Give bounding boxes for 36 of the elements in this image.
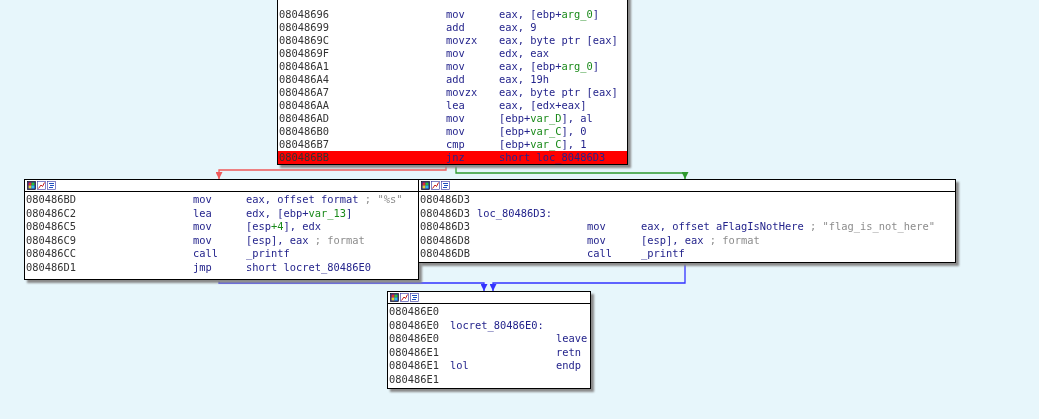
arrow bbox=[489, 262, 686, 292]
code-block bbox=[387, 291, 591, 389]
code-line: 080486C9 mov [esp], eax ; format bbox=[25, 233, 366, 248]
code-line: 0804869F mov edx, eax bbox=[278, 47, 551, 60]
code-block bbox=[24, 179, 419, 280]
code-line: 080486CC call _printf bbox=[25, 247, 291, 261]
code-line: 080486E0 bbox=[388, 305, 441, 319]
code-line: 080486A1 mov eax, [ebp+arg_0] bbox=[278, 60, 601, 73]
code-line: 080486E1 bbox=[388, 372, 441, 387]
code-line: 080486D3 loc_80486D3: bbox=[419, 206, 554, 221]
arrow bbox=[215, 164, 447, 180]
code-line: 080486D1 jmp short locret_80486E0 bbox=[25, 260, 373, 275]
code-block bbox=[418, 179, 956, 263]
code-line: 080486E0 leave bbox=[388, 332, 589, 346]
arrow bbox=[455, 164, 689, 180]
code-line: 080486D3 mov eax, offset aFlagIsNotHere ; "flag_is_not_here" bbox=[419, 220, 937, 234]
code-line: 08048699 add eax, 9 bbox=[278, 21, 538, 34]
code-line: 080486C2 lea edx, [ebp+var_13] bbox=[25, 206, 354, 221]
code-line: 080486B7 cmp [ebp+var_C], 1 bbox=[278, 138, 588, 151]
code-line: 080486BD mov eax, offset format ; "%s" bbox=[25, 193, 404, 207]
code-line: 080486E1 retn bbox=[388, 345, 583, 360]
code-line: 080486DB call _printf bbox=[419, 247, 686, 261]
code-line: 080486A4 add eax, 19h bbox=[278, 73, 551, 86]
code-line: 080486AD mov [ebp+var_D], al bbox=[278, 112, 594, 125]
code-line: 080486A7 movzx eax, byte ptr [eax] bbox=[278, 86, 619, 99]
code-line: 080486B0 mov [ebp+var_C], 0 bbox=[278, 125, 588, 138]
code-line: 080486C5 mov [esp+4], edx bbox=[25, 220, 323, 234]
code-line: 080486D8 mov [esp], eax ; format bbox=[419, 233, 761, 248]
code-line: 080486E1 lol endp bbox=[388, 359, 583, 373]
code-line: 08048696 mov eax, [ebp+arg_0] bbox=[278, 8, 601, 21]
arrow bbox=[218, 279, 488, 292]
code-line: 080486D3 bbox=[419, 193, 472, 207]
code-line: 080486E0 locret_80486E0: bbox=[388, 318, 545, 333]
code-line: 0804869C movzx eax, byte ptr [eax] bbox=[278, 34, 619, 47]
code-line: 080486AA lea eax, [edx+eax] bbox=[278, 99, 588, 112]
code-block bbox=[277, 0, 628, 165]
